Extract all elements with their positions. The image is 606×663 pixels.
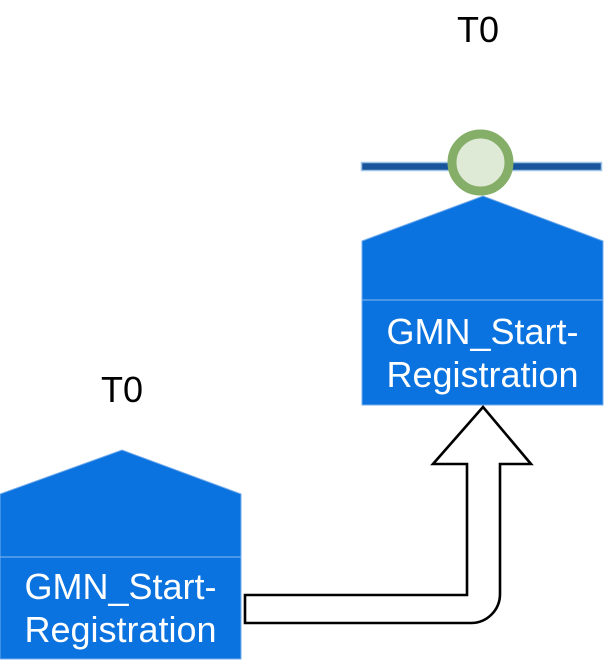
- right-timestamp-label: T0: [456, 9, 499, 50]
- right-event-shape-label-line2: Registration: [386, 353, 579, 395]
- left-event-shape-label-line1: GMN_Start-: [24, 566, 217, 607]
- left-timestamp-label: T0: [100, 369, 143, 410]
- connector-arrow-icon: [243, 405, 534, 625]
- left-event-shape-label: GMN_Start- Registration: [0, 557, 241, 659]
- left-event-shape-label-line2: Registration: [24, 609, 217, 650]
- timeline-marker-circle-icon: [447, 129, 514, 196]
- left-event-shape: [0, 449, 242, 660]
- right-event-shape-label-line1: GMN_Start-: [386, 310, 579, 352]
- right-event-shape-label: GMN_Start- Registration: [362, 300, 603, 405]
